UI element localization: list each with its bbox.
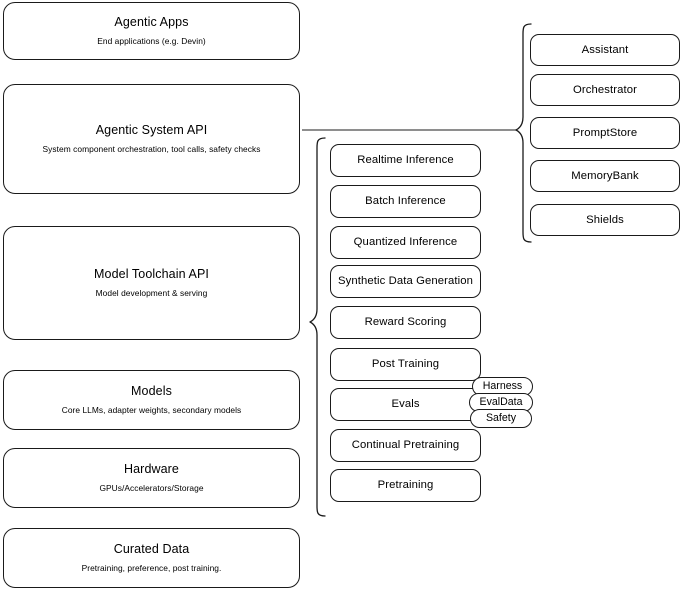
evals-subcomponent-label: Harness xyxy=(482,379,523,392)
layer-subtitle: System component orchestration, tool cal… xyxy=(42,144,261,155)
capability-label: Synthetic Data Generation xyxy=(337,275,473,288)
system-component-memorybank[interactable]: MemoryBank xyxy=(530,160,680,192)
layer-subtitle: Core LLMs, adapter weights, secondary mo… xyxy=(61,405,242,416)
toolchain-capabilities-brace xyxy=(309,137,326,517)
system-component-label: Assistant xyxy=(581,43,629,56)
capability-synthetic-data-generation[interactable]: Synthetic Data Generation xyxy=(330,265,481,298)
layer-title: Curated Data xyxy=(113,542,190,557)
layer-title: Model Toolchain API xyxy=(94,267,209,282)
layer-subtitle: End applications (e.g. Devin) xyxy=(97,36,206,47)
capability-label: Pretraining xyxy=(377,479,434,492)
capability-reward-scoring[interactable]: Reward Scoring xyxy=(330,306,481,339)
capability-label: Evals xyxy=(391,398,420,411)
capability-label: Quantized Inference xyxy=(353,236,458,249)
layer-models[interactable]: Models Core LLMs, adapter weights, secon… xyxy=(3,370,300,430)
system-component-label: Orchestrator xyxy=(573,83,637,96)
capability-label: Batch Inference xyxy=(365,195,446,208)
layer-model-toolchain-api[interactable]: Model Toolchain API Model development & … xyxy=(3,226,300,340)
layer-title: Agentic System API xyxy=(95,123,208,138)
capability-label: Reward Scoring xyxy=(364,316,447,329)
layer-hardware[interactable]: Hardware GPUs/Accelerators/Storage xyxy=(3,448,300,508)
layer-subtitle: Model development & serving xyxy=(95,288,208,299)
evals-subcomponent-evaldata[interactable]: EvalData xyxy=(469,393,533,412)
system-component-label: Shields xyxy=(586,213,624,226)
layer-title: Agentic Apps xyxy=(114,15,189,30)
capability-label: Post Training xyxy=(371,358,440,371)
evals-subcomponent-safety[interactable]: Safety xyxy=(470,409,532,428)
system-component-label: MemoryBank xyxy=(571,169,639,182)
layer-curated-data[interactable]: Curated Data Pretraining, preference, po… xyxy=(3,528,300,588)
system-component-label: PromptStore xyxy=(572,126,638,139)
system-component-promptstore[interactable]: PromptStore xyxy=(530,117,680,149)
capability-batch-inference[interactable]: Batch Inference xyxy=(330,185,481,218)
system-component-assistant[interactable]: Assistant xyxy=(530,34,680,66)
layer-title: Hardware xyxy=(124,462,179,477)
evals-subcomponent-label: Safety xyxy=(485,411,517,424)
capability-label: Realtime Inference xyxy=(357,154,454,167)
system-component-orchestrator[interactable]: Orchestrator xyxy=(530,74,680,106)
layer-subtitle: GPUs/Accelerators/Storage xyxy=(99,483,204,494)
capability-pretraining[interactable]: Pretraining xyxy=(330,469,481,502)
capability-realtime-inference[interactable]: Realtime Inference xyxy=(330,144,481,177)
system-component-shields[interactable]: Shields xyxy=(530,204,680,236)
capability-quantized-inference[interactable]: Quantized Inference xyxy=(330,226,481,259)
evals-subcomponent-label: EvalData xyxy=(479,395,523,408)
layer-title: Models xyxy=(131,384,172,399)
capability-continual-pretraining[interactable]: Continual Pretraining xyxy=(330,429,481,462)
capability-post-training[interactable]: Post Training xyxy=(330,348,481,381)
layer-agentic-apps[interactable]: Agentic Apps End applications (e.g. Devi… xyxy=(3,2,300,60)
capability-evals[interactable]: Evals xyxy=(330,388,481,421)
layer-subtitle: Pretraining, preference, post training. xyxy=(81,563,222,574)
layer-agentic-system-api[interactable]: Agentic System API System component orch… xyxy=(3,84,300,194)
capability-label: Continual Pretraining xyxy=(351,439,460,452)
